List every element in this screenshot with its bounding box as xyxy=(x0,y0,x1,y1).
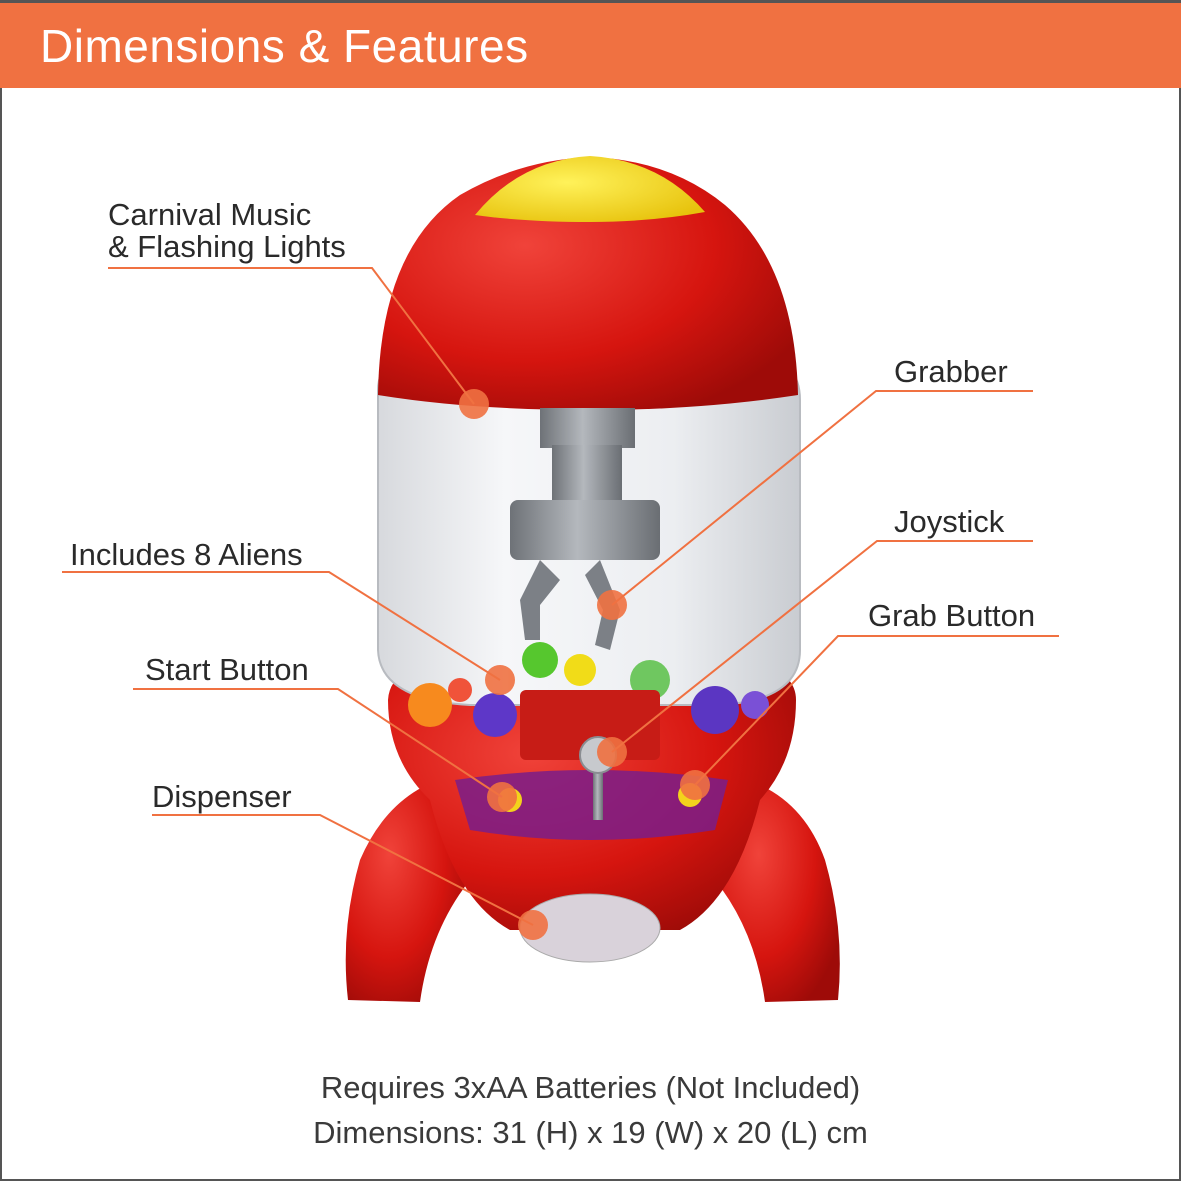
page-title: Dimensions & Features xyxy=(40,20,529,72)
claw-left xyxy=(520,560,560,640)
label-start-button: Start Button xyxy=(145,652,309,687)
battery-note: Requires 3xAA Batteries (Not Included) xyxy=(320,1070,861,1105)
grabber-head xyxy=(510,500,660,560)
grabber-shaft xyxy=(552,445,622,505)
rocket-nose xyxy=(475,156,705,222)
joystick-stick xyxy=(593,760,603,820)
dimensions-note: Dimensions: 31 (H) x 19 (W) x 20 (L) cm xyxy=(313,1115,868,1150)
left-fin xyxy=(345,775,470,1002)
control-panel xyxy=(455,770,728,840)
label-grabber: Grabber xyxy=(894,354,1008,389)
callout-dots xyxy=(459,389,710,940)
label-carnival-music: Carnival Music xyxy=(108,197,312,232)
header-banner: Dimensions & Features xyxy=(0,0,1181,88)
label-joystick: Joystick xyxy=(894,504,1005,539)
grabber-top xyxy=(540,408,635,448)
callout-lines xyxy=(62,267,1059,926)
label-aliens: Includes 8 Aliens xyxy=(70,537,303,572)
label-flashing-lights: & Flashing Lights xyxy=(108,229,346,264)
label-dispenser: Dispenser xyxy=(152,779,292,814)
rocket-top xyxy=(378,157,798,410)
label-grab-button: Grab Button xyxy=(868,598,1036,633)
